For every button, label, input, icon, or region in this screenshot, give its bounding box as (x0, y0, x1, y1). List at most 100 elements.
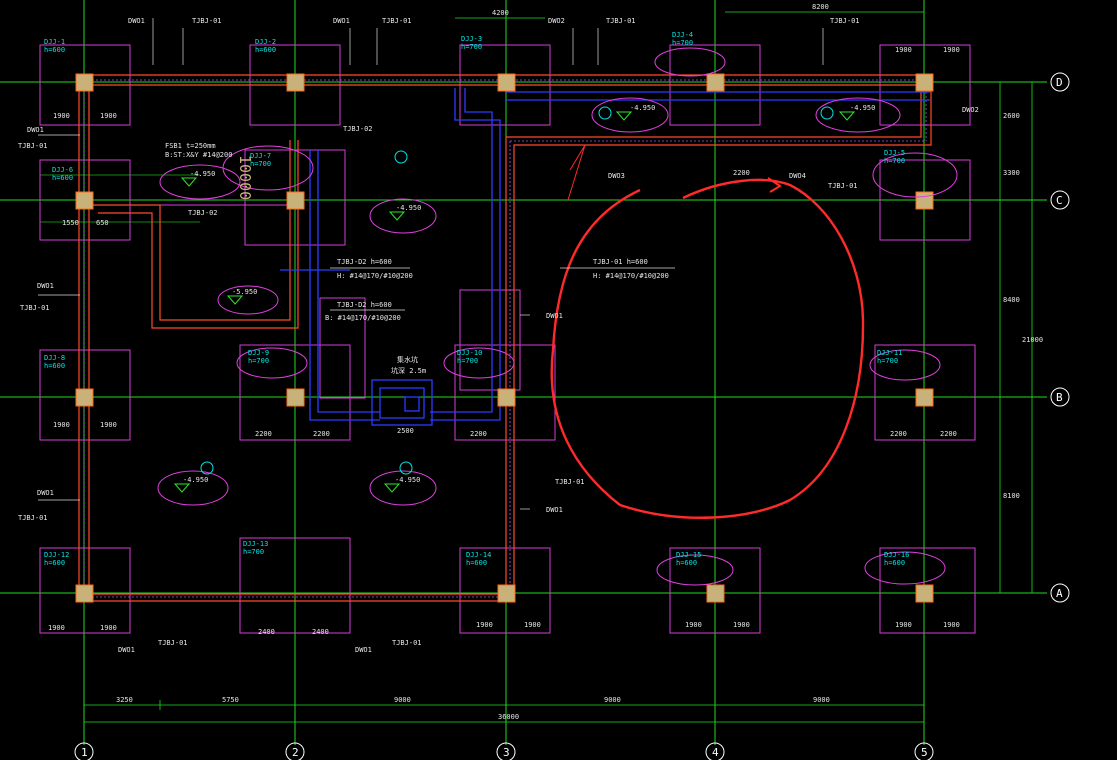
dim-small-1900-k: 1900 (53, 112, 70, 120)
dim-small-1900-f: 1900 (733, 621, 750, 629)
foundation-id-3: DJJ-3 (461, 35, 482, 43)
dim-bottom-total: 36000 (498, 713, 519, 721)
elevation-label-3: -4.950 (630, 104, 655, 112)
label-tjbj02-upper: TJBJ-02 (343, 125, 373, 133)
dim-right-2: 3300 (1003, 169, 1020, 177)
dim-bottom-3: 9000 (394, 696, 411, 704)
dim-small-1900-i: 1900 (53, 421, 70, 429)
axis-label-c: C (1056, 194, 1063, 207)
label-dwo1-mid-a: DWO1 (546, 506, 563, 514)
axis-label-4: 4 (712, 746, 719, 759)
label-fsb1: FSB1 t=250mm (165, 142, 216, 150)
axis-label-d: D (1056, 76, 1063, 89)
foundation-id-11: DJJ-11 (877, 349, 902, 357)
dim-small-2200-e: 2200 (940, 430, 957, 438)
foundation-h-6: h=600 (52, 174, 73, 182)
label-tjbj01-left-1: TJBJ-01 (18, 142, 48, 150)
label-dwo3: DWO3 (608, 172, 625, 180)
label-dwo1-left-upper: DWO1 (27, 126, 44, 134)
label-tjbj01-top-1: TJBJ-01 (192, 17, 222, 25)
foundation-h-11: h=700 (877, 357, 898, 365)
label-pit-width: 2500 (397, 427, 414, 435)
revision-clouds (157, 47, 958, 586)
dim-small-1900-c: 1900 (476, 621, 493, 629)
foundation-id-8: DJJ-8 (44, 354, 65, 362)
label-dwo1-left-low: DWO1 (37, 489, 54, 497)
label-dwo2-top: DWO2 (548, 17, 565, 25)
foundation-id-14: DJJ-14 (466, 551, 491, 559)
axis-bubbles (74, 72, 1070, 760)
elevation-label-5: -4.950 (183, 476, 208, 484)
label-dwo2-right: DWO2 (962, 106, 979, 114)
foundation-h-2: h=600 (255, 46, 276, 54)
foundation-id-7: DJJ-7 (250, 152, 271, 160)
elevation-label-6: -4.950 (395, 476, 420, 484)
label-tjbj01-bottom-left: TJBJ-01 (158, 639, 188, 647)
label-tjbj01-top-3: TJBJ-01 (606, 17, 636, 25)
axis-label-b: B (1056, 391, 1063, 404)
label-tjbj01-top-2: TJBJ-01 (382, 17, 412, 25)
label-fsb1-reinf: B:ST:X&Y #14@200 (165, 151, 232, 159)
dim-small-2200-c: 2200 (470, 430, 487, 438)
label-dwo4: DWO4 (789, 172, 806, 180)
foundation-id-10: DJJ-10 (457, 349, 482, 357)
axis-label-2: 2 (292, 746, 299, 759)
label-tjbj01-mid-a: TJBJ-01 (555, 478, 585, 486)
foundation-id-4: DJJ-4 (672, 31, 693, 39)
dim-right-4: 8100 (1003, 492, 1020, 500)
dim-right-1: 2600 (1003, 112, 1020, 120)
label-dwo1-top-mid: DWO1 (333, 17, 350, 25)
label-tjbj01-right-c: TJBJ-01 (828, 182, 858, 190)
foundation-id-12: DJJ-12 (44, 551, 69, 559)
elevation-label-7: -5.950 (232, 288, 257, 296)
leader-lines (38, 18, 824, 510)
dim-small-2200-f: 2200 (733, 169, 750, 177)
foundation-h-3: h=700 (461, 43, 482, 51)
dim-top-right-span: 8200 (812, 3, 829, 11)
foundation-h-1: h=600 (44, 46, 65, 54)
foundation-h-4: h=700 (672, 39, 693, 47)
foundation-h-14: h=600 (466, 559, 487, 567)
foundation-id-6: DJJ-6 (52, 166, 73, 174)
foundation-id-15: DJJ-15 (676, 551, 701, 559)
dim-right-total: 21000 (1022, 336, 1043, 344)
pipe-lines (280, 88, 930, 426)
label-tjbj02-mid: TJBJ-02 (188, 209, 218, 217)
markup-tick (567, 144, 586, 201)
dim-bottom-5: 9000 (813, 696, 830, 704)
markup-circle (550, 178, 865, 519)
label-tjbj-d2-upper: TJBJ-D2 h=600 (337, 258, 392, 266)
foundation-h-7: h=700 (250, 160, 271, 168)
foundation-h-12: h=600 (44, 559, 65, 567)
dim-small-1900-h: 1900 (943, 621, 960, 629)
foundation-id-2: DJJ-2 (255, 38, 276, 46)
foundation-id-1: DJJ-1 (44, 38, 65, 46)
dim-small-1900-m: 1900 (895, 46, 912, 54)
foundation-h-9: h=700 (248, 357, 269, 365)
elevation-triangles (173, 111, 856, 493)
label-beam-b-lower: B: #14@170/#10@200 (325, 314, 401, 322)
pad-outlines (39, 44, 976, 634)
dim-small-1900-e: 1900 (685, 621, 702, 629)
foundation-h-8: h=600 (44, 362, 65, 370)
label-dwo1-bottom-left: DWO1 (118, 646, 135, 654)
dim-small-1900-n: 1900 (943, 46, 960, 54)
dim-bottom-2: 5750 (222, 696, 239, 704)
dim-small-1900-l: 1900 (100, 112, 117, 120)
dim-bottom-4: 9000 (604, 696, 621, 704)
section-markers (200, 106, 834, 475)
label-beam-h-upper: H: #14@170/#10@200 (337, 272, 413, 280)
dim-bottom-1: 3250 (116, 696, 133, 704)
dim-small-1900-b: 1900 (100, 624, 117, 632)
foundation-h-13: h=700 (243, 548, 264, 556)
dimension-chains (84, 11, 1033, 723)
label-big-number: 10000 (236, 155, 254, 200)
dim-small-2400-a: 2400 (258, 628, 275, 636)
dim-small-2200-a: 2200 (255, 430, 272, 438)
foundation-h-15: h=600 (676, 559, 697, 567)
dim-small-2200-d: 2200 (890, 430, 907, 438)
markup-arrowhead (767, 177, 782, 193)
foundation-id-13: DJJ-13 (243, 540, 268, 548)
dim-right-3: 8400 (1003, 296, 1020, 304)
